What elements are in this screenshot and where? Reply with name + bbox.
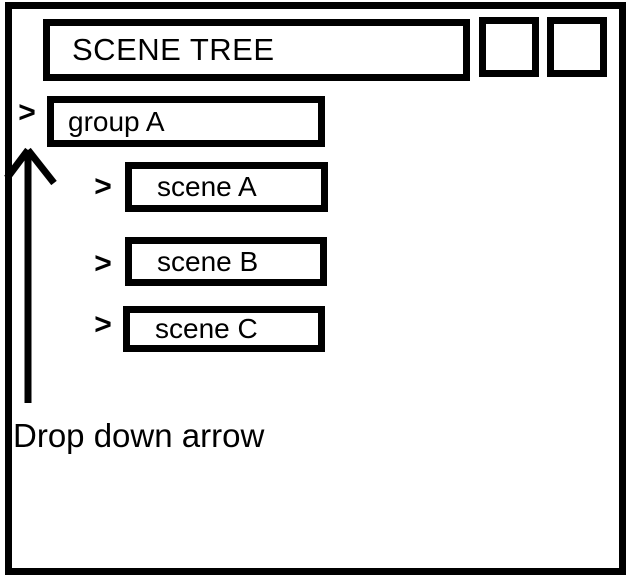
- window-frame: [5, 2, 626, 575]
- panel-header: SCENE TREE: [43, 19, 470, 81]
- header-button-2[interactable]: [547, 17, 607, 77]
- dropdown-arrow-icon-scene-c[interactable]: >: [94, 308, 112, 341]
- tree-item-label: scene B: [157, 245, 259, 277]
- dropdown-arrow-icon-group-a[interactable]: >: [18, 96, 36, 129]
- tree-item-scene-b[interactable]: scene B: [125, 237, 327, 286]
- tree-item-scene-a[interactable]: scene A: [125, 162, 328, 212]
- dropdown-arrow-icon-scene-a[interactable]: >: [94, 170, 112, 203]
- header-button-1[interactable]: [479, 17, 539, 77]
- tree-item-label: scene A: [157, 171, 257, 202]
- tree-item-label: scene C: [155, 313, 258, 344]
- panel-title: SCENE TREE: [72, 32, 275, 67]
- tree-item-scene-c[interactable]: scene C: [123, 306, 325, 352]
- tree-item-label: group A: [68, 105, 165, 137]
- annotation-caption: Drop down arrow: [13, 417, 265, 454]
- annotation-arrow: [4, 147, 57, 403]
- tree-item-group-a[interactable]: group A: [47, 96, 325, 147]
- dropdown-arrow-icon-scene-b[interactable]: >: [94, 247, 112, 280]
